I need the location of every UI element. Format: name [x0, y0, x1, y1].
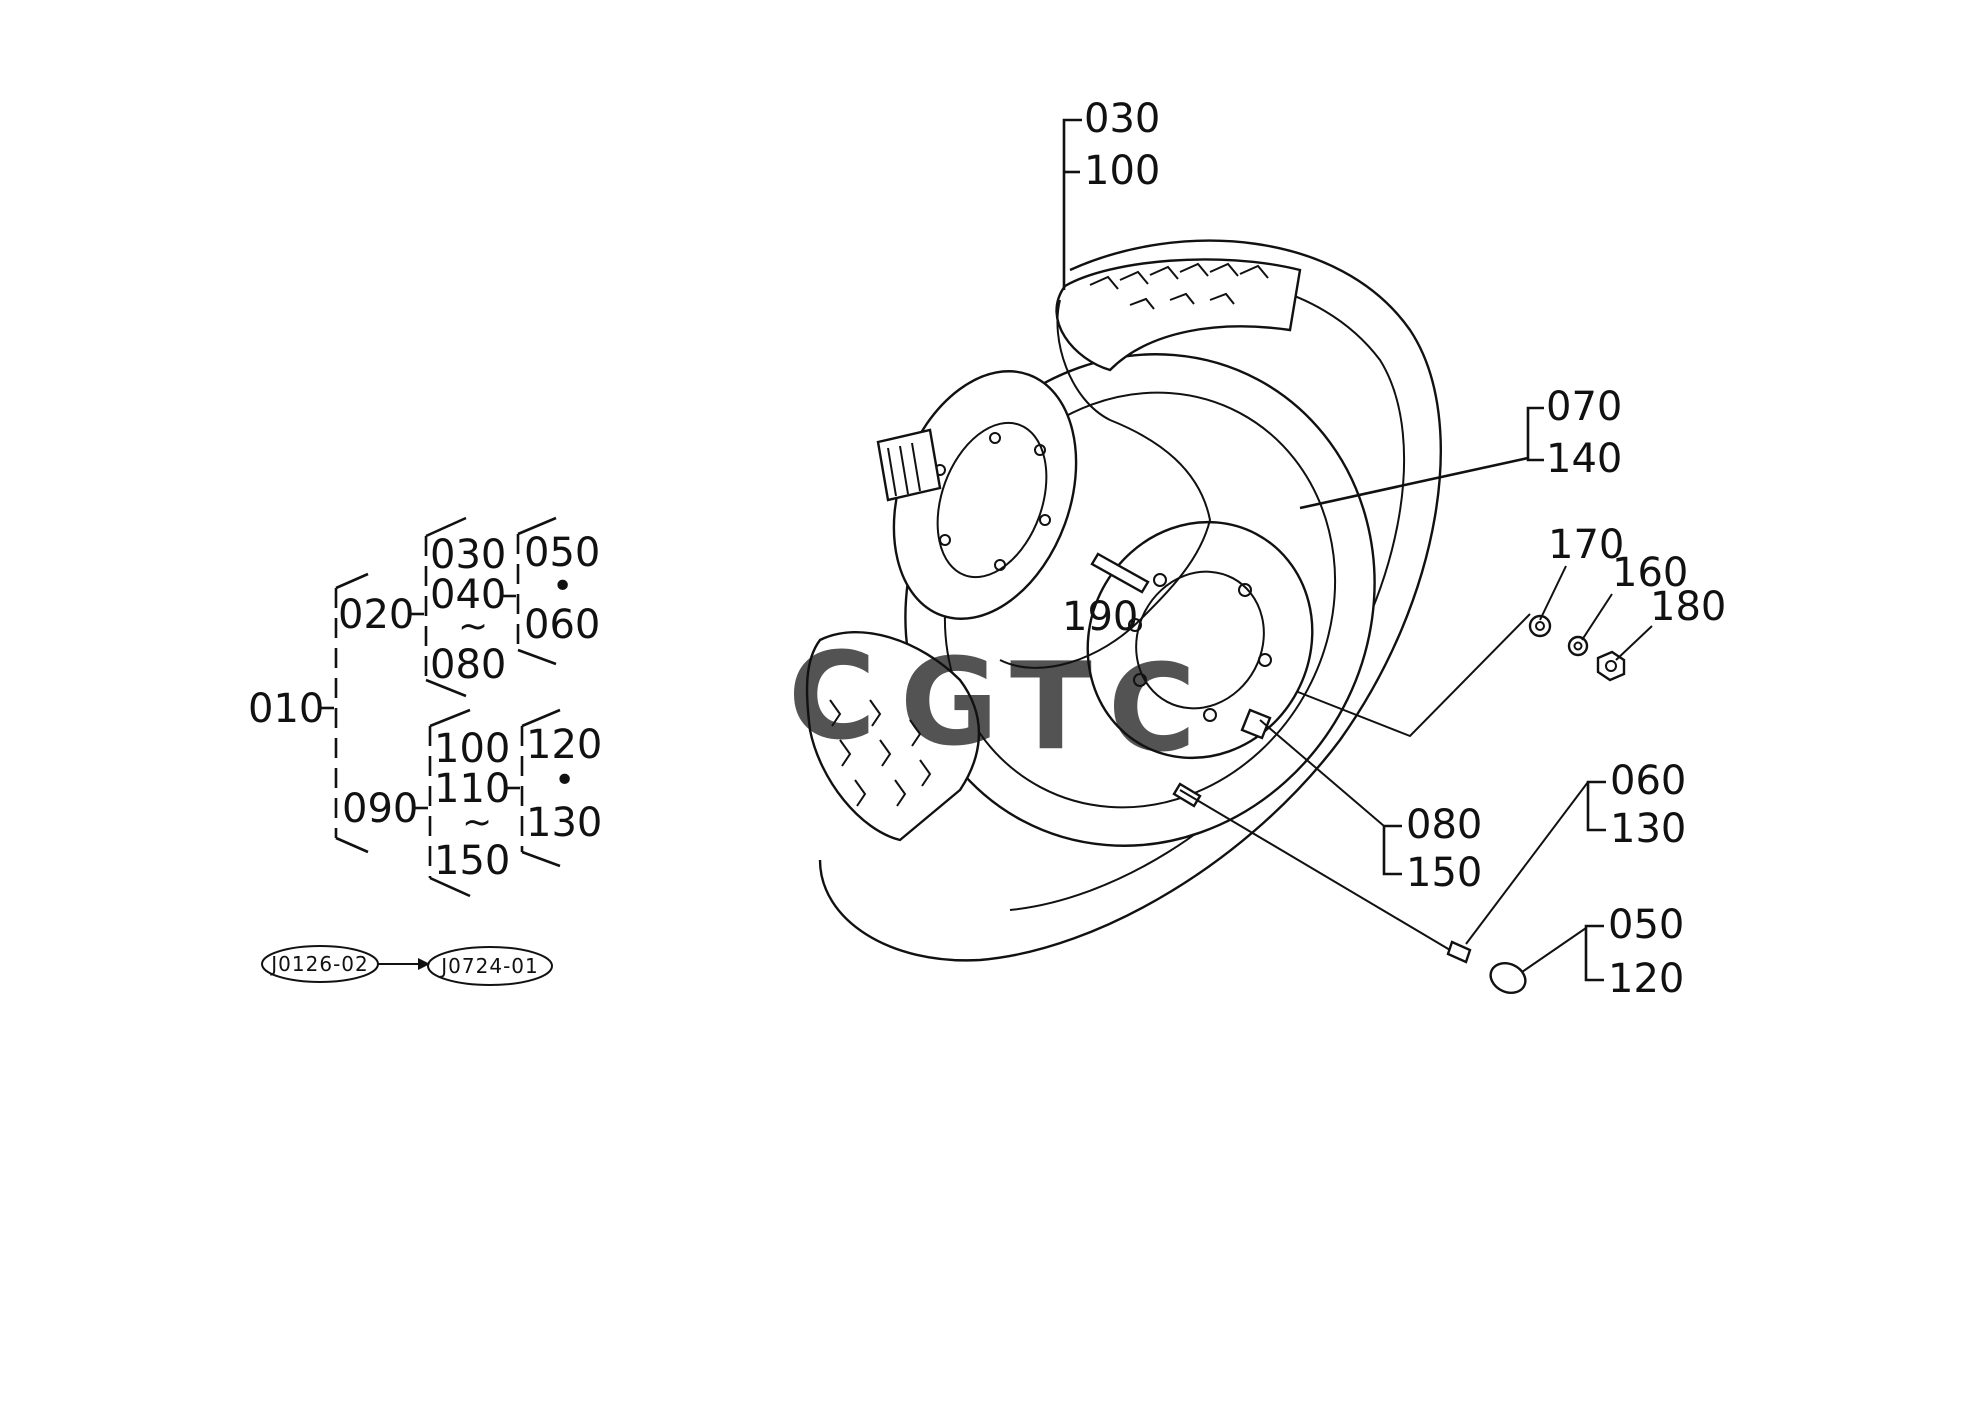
tube-outline — [999, 299, 1212, 669]
ref-from-label: J0126-02 — [269, 952, 368, 976]
rim-bolt-holes — [1128, 573, 1272, 722]
valve-seat — [1240, 708, 1272, 740]
parts-tree: 010 020 030 040 ~ 080 050 • 060 090 100 … — [248, 516, 602, 898]
tree-a-range: ~ — [458, 606, 488, 647]
callout-nut: 180 — [1650, 584, 1726, 630]
tree-a-sub-2: 060 — [524, 602, 600, 648]
callout-valve-core-bottom: 130 — [1610, 806, 1686, 852]
callout-cap-top: 050 — [1608, 902, 1684, 948]
valve-core — [1446, 940, 1472, 964]
callout-valve-top: 080 — [1406, 802, 1482, 848]
tree-branch-a-label: 020 — [338, 592, 414, 638]
tree-b-sub-dot: • — [554, 760, 575, 801]
watermark-letter-1: C — [788, 628, 876, 767]
callout-tire-bottom: 100 — [1084, 148, 1160, 194]
tree-b-item-1: 100 — [434, 726, 510, 772]
callout-washer: 170 — [1548, 522, 1624, 568]
ref-arrowhead — [418, 958, 430, 970]
tree-b-sub-1: 120 — [526, 722, 602, 768]
callout-rim-top: 070 — [1546, 384, 1622, 430]
tree-a-sub-1: 050 — [524, 530, 600, 576]
washer — [1528, 614, 1552, 638]
tree-a-item-3: 080 — [430, 642, 506, 688]
callout-stud: 190 — [1062, 594, 1138, 640]
watermark-logo: C G T C — [788, 628, 1196, 779]
reference-chain: J0126-02 J0724-01 — [261, 945, 553, 986]
tree-a-sub-dot: • — [552, 566, 573, 607]
tree-root-label: 010 — [248, 686, 324, 732]
tree-b-range: ~ — [462, 802, 492, 843]
tree-branch-b-label: 090 — [342, 786, 418, 832]
tree-a-item-1: 030 — [430, 532, 506, 578]
tree-b-item-2: 110 — [434, 766, 510, 812]
watermark-letter-2: G — [900, 634, 999, 773]
callout-tire-top: 030 — [1084, 96, 1160, 142]
callout-rim-bottom: 140 — [1546, 436, 1622, 482]
hub-shaft — [876, 428, 942, 502]
callout-cap-bottom: 120 — [1608, 956, 1684, 1002]
ref-oval-to — [427, 946, 553, 986]
wheel-assembly — [805, 239, 1626, 994]
callouts: 030 100 070 140 190 170 160 180 080 150 … — [1062, 96, 1726, 1002]
rim-center-bore — [1135, 570, 1265, 710]
stud — [1090, 552, 1150, 594]
valve-cap — [1489, 962, 1527, 994]
tree-a-item-2: 040 — [430, 572, 506, 618]
watermark-letter-3: T — [1010, 638, 1092, 777]
leader-to-rim — [1297, 613, 1531, 738]
ref-to-label: J0724-01 — [439, 954, 538, 978]
tread-pattern-top — [1089, 262, 1269, 310]
tread-pattern-bottom — [829, 699, 932, 807]
lockwasher — [1567, 635, 1589, 657]
tree-b-item-3: 150 — [434, 838, 510, 884]
tire-tread-bottom — [805, 631, 981, 842]
tree-b-sub-2: 130 — [526, 800, 602, 846]
hub-plate-bore — [936, 421, 1048, 579]
callout-valve-bottom: 150 — [1406, 850, 1482, 896]
watermark-letter-4: C — [1108, 640, 1196, 779]
callout-lockwasher: 160 — [1612, 550, 1688, 596]
callout-valve-core-top: 060 — [1610, 758, 1686, 804]
